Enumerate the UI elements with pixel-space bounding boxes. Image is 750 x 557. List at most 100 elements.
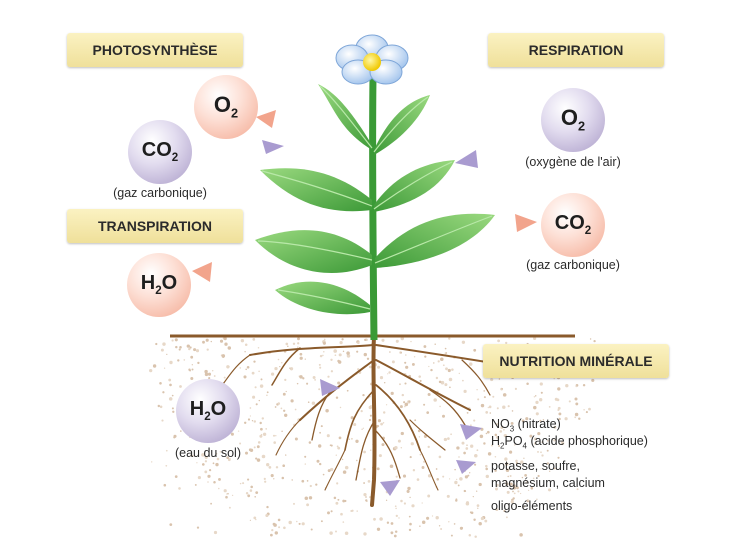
soil-speck xyxy=(261,454,266,459)
soil-speck xyxy=(399,383,401,386)
soil-speck xyxy=(340,512,343,516)
mineral-oligo: oligo-éléments xyxy=(491,499,573,513)
soil-speck xyxy=(390,522,394,525)
soil-speck xyxy=(356,510,358,512)
soil-speck xyxy=(270,372,275,376)
soil-speck xyxy=(380,422,383,426)
soil-speck xyxy=(247,478,250,481)
soil-speck xyxy=(400,351,403,354)
soil-speck xyxy=(433,398,437,402)
soil-speck xyxy=(410,340,412,343)
soil-speck xyxy=(533,336,537,340)
soil-speck xyxy=(539,382,543,386)
soil-speck xyxy=(283,409,286,412)
soil-speck xyxy=(263,477,266,480)
soil-speck xyxy=(270,474,274,478)
soil-speck xyxy=(161,419,164,422)
soil-speck xyxy=(247,418,251,421)
leaf-low-right xyxy=(375,213,495,268)
soil-speck xyxy=(166,353,168,356)
soil-speck xyxy=(444,347,447,350)
soil-speck xyxy=(363,532,367,536)
soil-speck xyxy=(304,463,307,465)
soil-speck xyxy=(540,451,542,454)
soil-speck xyxy=(169,383,172,387)
soil-speck xyxy=(291,479,293,481)
soil-speck xyxy=(171,407,174,410)
soil-speck xyxy=(512,484,516,488)
soil-speck xyxy=(574,412,579,417)
soil-speck xyxy=(274,531,278,535)
soil-speck xyxy=(252,395,256,399)
soil-speck xyxy=(231,494,234,497)
soil-speck xyxy=(333,349,337,353)
soil-speck xyxy=(330,358,333,361)
soil-speck xyxy=(318,363,321,366)
soil-speck xyxy=(256,458,261,462)
soil-speck xyxy=(456,446,460,450)
soil-speck xyxy=(367,480,371,483)
soil-speck xyxy=(500,426,504,430)
soil-speck xyxy=(534,395,537,397)
soil-speck xyxy=(507,405,510,408)
soil-speck xyxy=(474,535,477,538)
soil-speck xyxy=(304,496,309,501)
soil-speck xyxy=(480,403,485,408)
soil-speck xyxy=(532,477,535,480)
soil-speck xyxy=(454,480,458,485)
soil-speck xyxy=(251,420,254,422)
soil-speck xyxy=(239,482,242,485)
soil-speck xyxy=(226,456,230,460)
soil-speck xyxy=(421,520,426,524)
soil-speck xyxy=(517,490,520,493)
soil-speck xyxy=(258,370,260,373)
soil-speck xyxy=(477,398,480,401)
soil-speck xyxy=(361,428,363,430)
soil-speck xyxy=(342,350,345,353)
soil-speck xyxy=(428,365,430,368)
soil-speck xyxy=(394,505,397,508)
soil-speck xyxy=(183,359,186,361)
soil-speck xyxy=(315,483,318,486)
soil-speck xyxy=(284,413,288,417)
soil-speck xyxy=(259,421,262,425)
soil-speck xyxy=(496,423,499,426)
soil-speck xyxy=(255,403,258,406)
soil-speck xyxy=(503,509,506,513)
soil-speck xyxy=(253,360,256,363)
soil-speck xyxy=(419,453,422,456)
soil-speck xyxy=(329,531,333,535)
arrow-o2-in xyxy=(455,150,478,168)
soil-speck xyxy=(277,402,281,405)
soil-speck xyxy=(580,439,583,442)
soil-speck xyxy=(421,502,423,504)
soil-speck xyxy=(400,431,404,436)
soil-speck xyxy=(208,468,212,472)
soil-speck xyxy=(442,414,445,418)
soil-speck xyxy=(574,463,576,465)
soil-speck xyxy=(533,405,537,410)
soil-speck xyxy=(344,531,349,536)
soil-speck xyxy=(179,346,182,349)
soil-speck xyxy=(410,442,414,446)
soil-speck xyxy=(301,522,305,526)
soil-speck xyxy=(495,435,499,439)
co2-photosynthese-bubble: CO2 xyxy=(128,120,192,184)
soil-speck xyxy=(495,464,498,466)
soil-speck xyxy=(485,467,488,471)
soil-speck xyxy=(356,350,359,353)
soil-speck xyxy=(448,377,453,382)
soil-speck xyxy=(412,469,416,472)
soil-speck xyxy=(479,434,484,439)
soil-speck xyxy=(445,367,448,371)
soil-speck xyxy=(215,453,218,455)
soil-speck xyxy=(588,407,591,411)
soil-speck xyxy=(254,386,257,389)
h2o-soil-caption: (eau du sol) xyxy=(174,446,241,460)
soil-speck xyxy=(549,470,551,472)
soil-speck xyxy=(537,474,540,478)
soil-speck xyxy=(558,417,561,421)
soil-speck xyxy=(585,411,588,414)
soil-speck xyxy=(385,404,388,406)
soil-speck xyxy=(368,405,372,410)
